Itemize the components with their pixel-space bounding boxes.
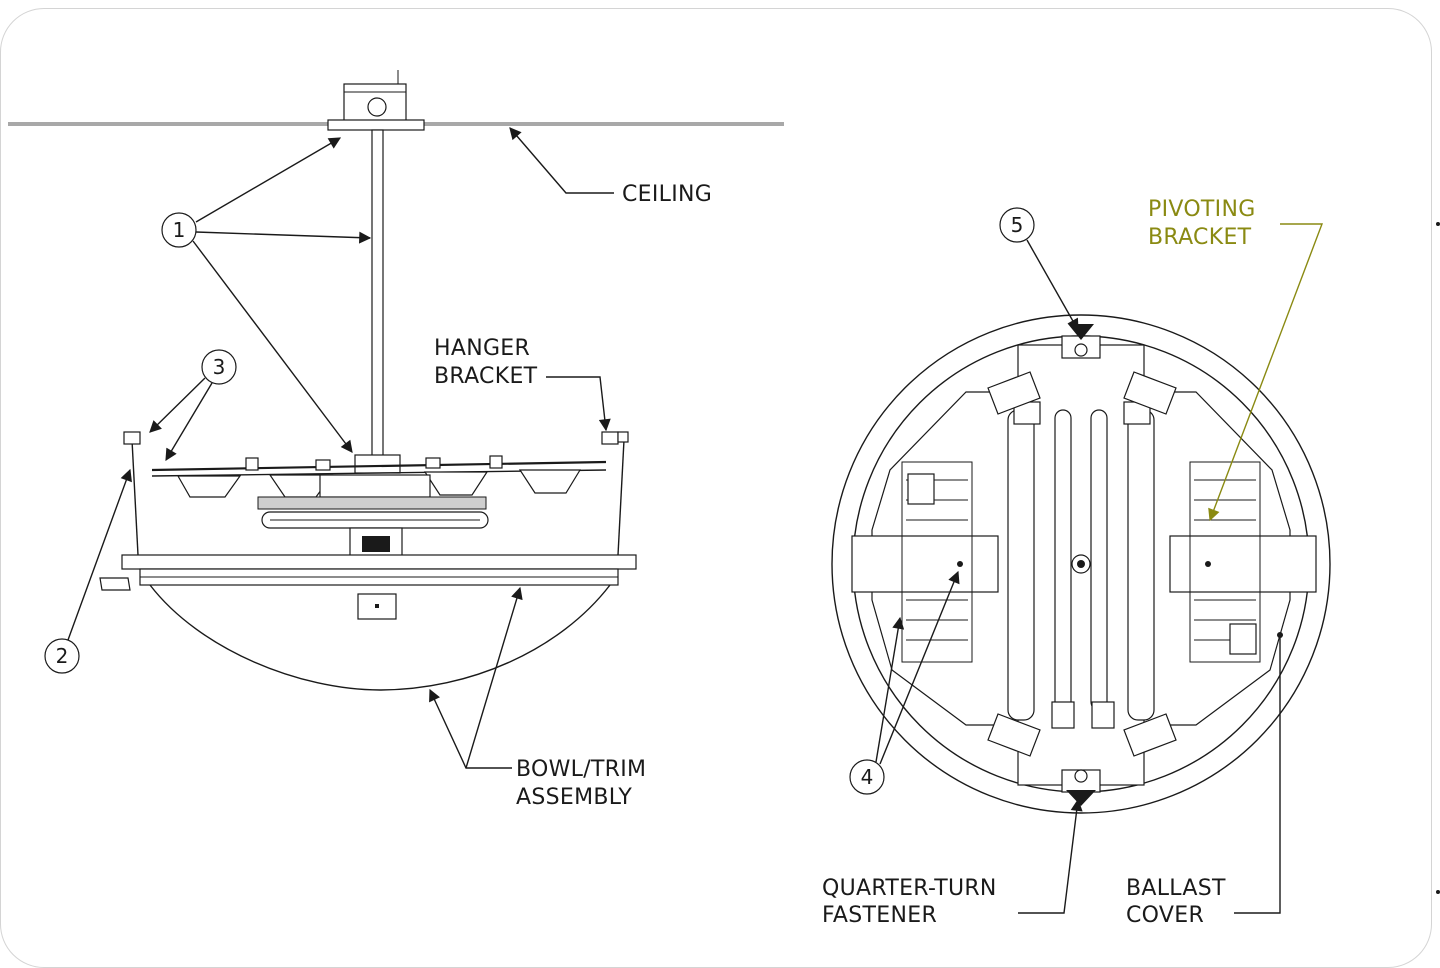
- hanger-bracket-label-line2: BRACKET: [434, 364, 538, 389]
- hanger-bracket-label-line1: HANGER: [434, 336, 530, 361]
- ballast-cover-right: [1169, 461, 1317, 663]
- trim-ring: [99, 554, 637, 620]
- edge-mark-bottom: [1436, 890, 1440, 894]
- ballast-cover-left: [851, 461, 999, 663]
- ballast-cover-label-line1: BALLAST: [1126, 876, 1226, 901]
- callout-2: 2: [44, 468, 132, 674]
- callout-4: 4: [849, 570, 960, 795]
- ceiling-leader: CEILING: [509, 127, 712, 207]
- side-view: CEILING 1 HANGER BRACKET 3: [8, 70, 784, 810]
- quarter-turn-label-line1: QUARTER-TURN: [822, 876, 997, 901]
- lamp-sockets: [987, 371, 1177, 757]
- housing: [123, 431, 629, 556]
- hanger-bracket-leader: HANGER BRACKET: [434, 336, 611, 432]
- svg-text:4: 4: [861, 765, 874, 789]
- svg-text:1: 1: [173, 218, 186, 242]
- pivoting-bracket-leader: PIVOTING BRACKET: [1148, 197, 1324, 522]
- svg-text:2: 2: [56, 644, 69, 668]
- svg-text:5: 5: [1011, 213, 1024, 237]
- callout-1: 1: [161, 137, 372, 453]
- junction-box: [327, 70, 425, 131]
- pivoting-bracket-label-line1: PIVOTING: [1148, 197, 1256, 222]
- lamp-channel: [1007, 344, 1155, 786]
- edge-mark-top: [1436, 222, 1440, 226]
- callout-3: 3: [149, 349, 237, 462]
- bowl: [149, 584, 611, 691]
- bowl-trim-leader: BOWL/TRIM ASSEMBLY: [429, 586, 646, 810]
- hanger-stem: [371, 129, 384, 461]
- diagram-canvas: CEILING 1 HANGER BRACKET 3: [0, 8, 1440, 968]
- top-latch: [1061, 324, 1101, 359]
- ballast-cover-leader: BALLAST COVER: [1126, 632, 1283, 926]
- bottom-view: 5 PIVOTING BRACKET 4 QUARTER-TURN FASTEN…: [822, 197, 1331, 926]
- ballast-cover-label-line2: COVER: [1126, 903, 1204, 926]
- bottom-latch: [1061, 769, 1101, 806]
- bowl-trim-label-line2: ASSEMBLY: [516, 785, 632, 810]
- ceiling-label: CEILING: [622, 182, 712, 207]
- pivoting-bracket-label-line2: BRACKET: [1148, 225, 1252, 250]
- fixture-yoke: [151, 454, 607, 557]
- svg-text:3: 3: [213, 355, 226, 379]
- callout-5: 5: [999, 207, 1079, 332]
- installation-diagram: CEILING 1 HANGER BRACKET 3: [8, 70, 1440, 926]
- quarter-turn-leader: QUARTER-TURN FASTENER: [822, 798, 1083, 926]
- quarter-turn-label-line2: FASTENER: [822, 903, 937, 926]
- outer-ring: [831, 314, 1331, 814]
- bowl-trim-label-line1: BOWL/TRIM: [516, 757, 646, 782]
